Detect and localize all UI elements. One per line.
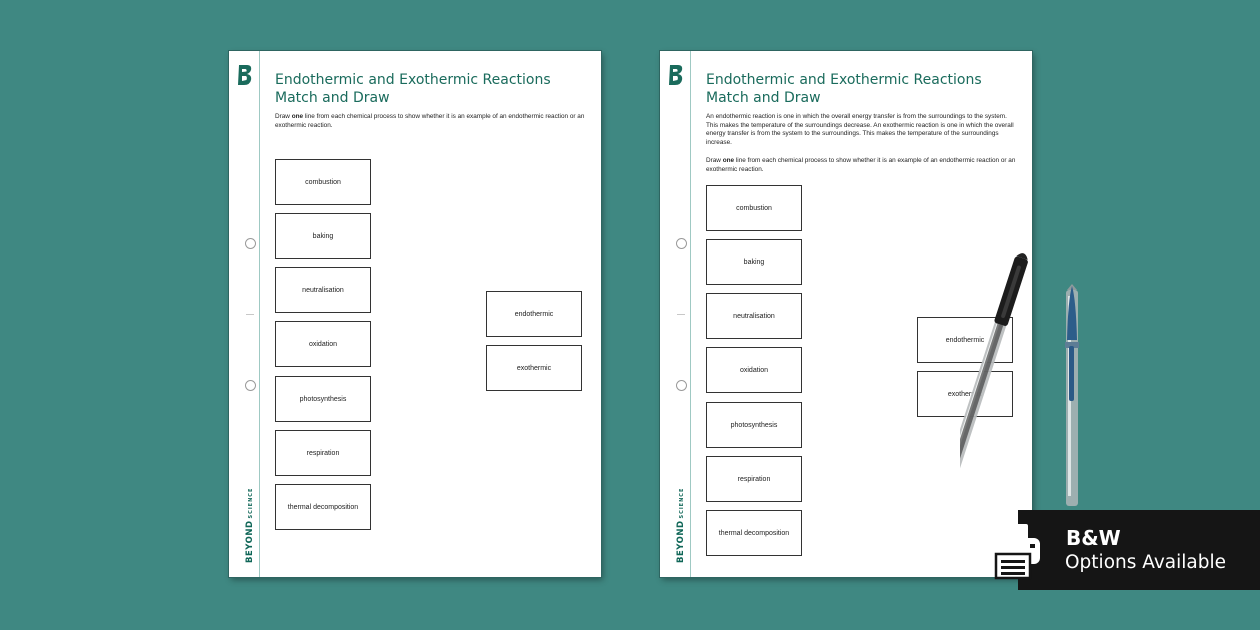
instructions: Draw one line from each chemical process… — [275, 113, 585, 129]
fold-mark — [677, 314, 685, 315]
worksheet-page-right: BEYONDSCIENCE Endothermic and Exothermic… — [660, 51, 1032, 577]
pens-illustration — [960, 253, 1079, 509]
worksheet-page-left: BEYONDSCIENCE Endothermic and Exothermic… — [229, 51, 601, 577]
reaction-type-box: endothermic — [486, 291, 582, 337]
punch-hole — [245, 238, 256, 249]
black-pen-icon — [960, 253, 1028, 509]
reaction-type-box: exothermic — [917, 371, 1013, 417]
printer-icon — [986, 524, 1040, 580]
process-box: respiration — [706, 456, 802, 502]
beyond-logo-icon — [669, 65, 683, 85]
margin-rule — [259, 51, 260, 577]
brand-wordmark: BEYONDSCIENCE — [245, 487, 255, 563]
process-box: combustion — [706, 185, 802, 231]
process-box: baking — [275, 213, 371, 259]
process-box: neutralisation — [275, 267, 371, 313]
beyond-logo-icon — [238, 65, 252, 85]
process-box: baking — [706, 239, 802, 285]
worksheet-title: Endothermic and Exothermic Reactions Mat… — [275, 72, 551, 106]
intro-paragraph: An endothermic reaction is one in which … — [706, 113, 1014, 146]
process-box: oxidation — [275, 321, 371, 367]
worksheet-title: Endothermic and Exothermic Reactions Mat… — [706, 72, 982, 106]
instructions: Draw one line from each chemical process… — [706, 157, 1016, 173]
process-box: thermal decomposition — [275, 484, 371, 530]
badge-title: B&W — [1066, 526, 1121, 550]
punch-hole — [676, 238, 687, 249]
punch-hole — [676, 380, 687, 391]
process-box: neutralisation — [706, 293, 802, 339]
punch-hole — [245, 380, 256, 391]
bw-options-badge: B&W Options Available — [986, 510, 1260, 590]
process-box: respiration — [275, 430, 371, 476]
brand-wordmark: BEYONDSCIENCE — [676, 487, 686, 563]
blue-pen-icon — [1065, 284, 1079, 506]
fold-mark — [246, 314, 254, 315]
process-box: thermal decomposition — [706, 510, 802, 556]
reaction-type-box: exothermic — [486, 345, 582, 391]
process-box: photosynthesis — [275, 376, 371, 422]
margin-rule — [690, 51, 691, 577]
process-box: oxidation — [706, 347, 802, 393]
badge-subtitle: Options Available — [1065, 552, 1226, 573]
process-box: combustion — [275, 159, 371, 205]
process-box: photosynthesis — [706, 402, 802, 448]
